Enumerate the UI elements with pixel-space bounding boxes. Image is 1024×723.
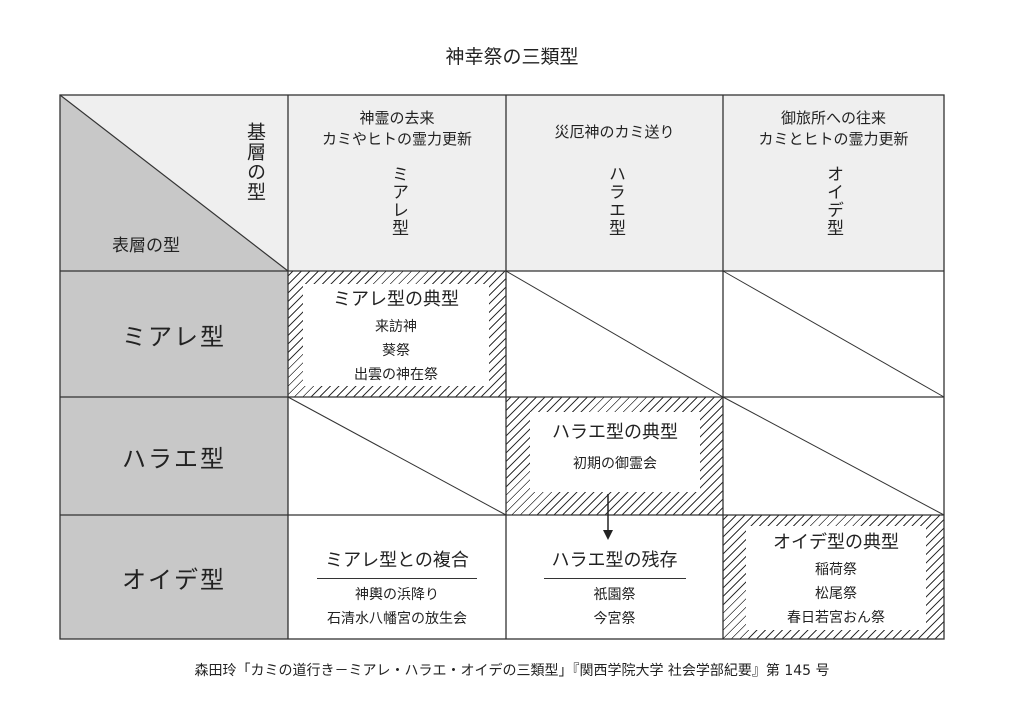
column-type: ミアレ型: [388, 165, 408, 237]
cell-heading: ミアレ型との複合: [317, 546, 477, 579]
citation: 森田玲「カミの道行き－ミアレ・ハラエ・オイデの三類型」『関西学院大学 社会学部紀…: [194, 663, 830, 679]
cell-item: 稲荷祭: [815, 562, 857, 578]
column-desc: カミとヒトの霊力更新: [758, 130, 909, 148]
surface-type-label: 表層の型: [112, 236, 180, 256]
row-label: オイデ型: [122, 565, 226, 594]
cell-heading: ハラエ型の残存: [543, 546, 686, 579]
diagram-title: 神幸祭の三類型: [445, 46, 579, 68]
cell-item: 神輿の浜降り: [355, 587, 439, 603]
cell-item: 祇園祭: [593, 587, 636, 603]
column-desc: 神霊の去来: [359, 109, 435, 127]
cell-miare-composite: ミアレ型との複合 神輿の浜降り 石清水八幡宮の放生会: [288, 546, 506, 631]
cell-item: 初期の御霊会: [573, 456, 657, 472]
column-header-miare: [288, 95, 506, 271]
cell-item: 来訪神: [375, 319, 417, 335]
column-desc: 災厄神のカミ送り: [554, 123, 675, 141]
column-header-oide: [723, 95, 944, 271]
column-type: オイデ型: [823, 165, 843, 237]
column-desc: カミやヒトの霊力更新: [321, 130, 472, 148]
arrow-icon: [603, 494, 613, 540]
cell-item: 石清水八幡宮の放生会: [327, 611, 467, 627]
base-type-label: 基層の型: [244, 122, 266, 202]
row-header-oide: オイデ型: [60, 515, 288, 639]
row-label: ミアレ型: [122, 322, 226, 351]
row-header-harae: ハラエ型: [60, 397, 288, 515]
empty-cell-diagonals: [287, 270, 945, 516]
row-header-miare: ミアレ型: [60, 271, 288, 397]
cell-heading: オイデ型の典型: [773, 532, 899, 553]
cell-item: 松尾祭: [815, 586, 857, 602]
column-type: ハラエ型: [605, 165, 625, 237]
corner-diagonal: [60, 95, 288, 271]
cell-item: 今宮祭: [593, 611, 636, 627]
cell-heading: ハラエ型の典型: [552, 422, 678, 443]
cell-item: 出雲の神在祭: [354, 367, 438, 383]
column-desc: 御旅所への往来: [780, 109, 886, 127]
cell-heading: ミアレ型の典型: [333, 289, 459, 310]
row-label: ハラエ型: [122, 444, 226, 473]
cell-harae-remnant: ハラエ型の残存 祇園祭 今宮祭: [506, 546, 723, 631]
cell-item: 葵祭: [382, 343, 410, 359]
column-header-harae: [506, 95, 723, 271]
cell-item: 春日若宮おん祭: [787, 610, 885, 626]
